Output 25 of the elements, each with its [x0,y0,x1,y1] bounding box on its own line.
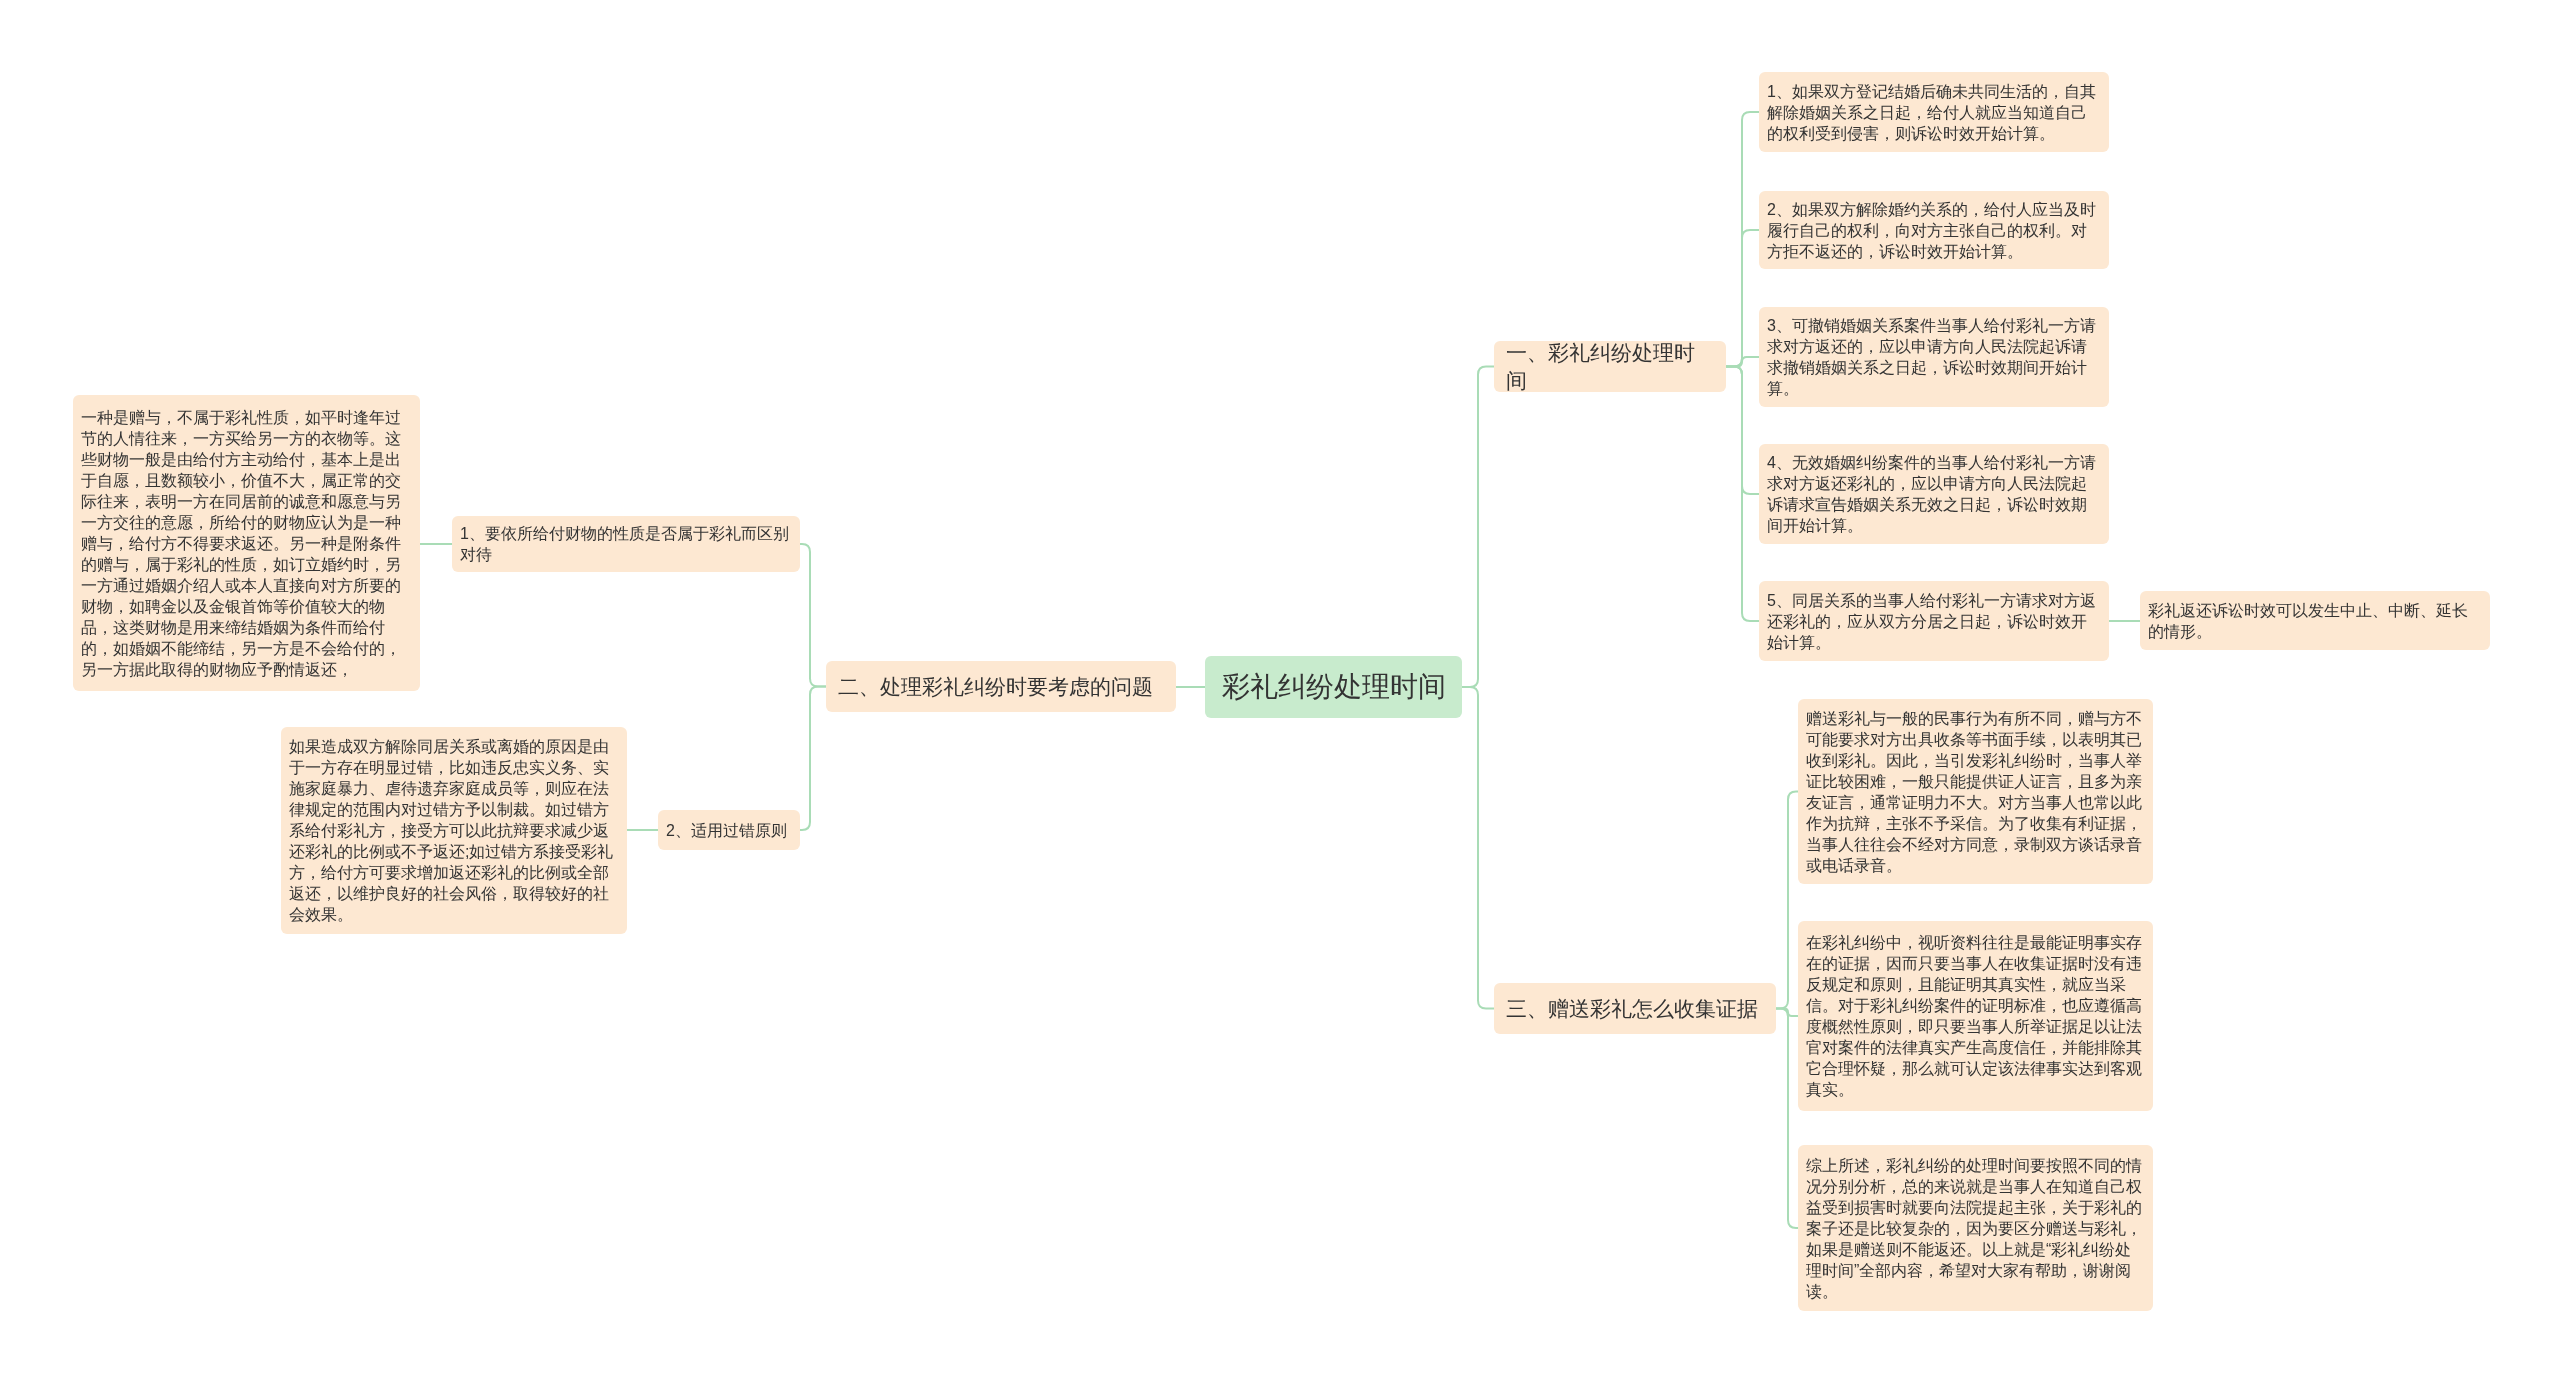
connector-line [1725,365,1760,622]
subtopic-box: 3、可撤销婚姻关系案件当事人给付彩礼一方请求对方返还的，应以申请方向人民法院起诉请求撤销婚姻关系之日起，诉讼时效期间开始计算。 [1759,307,2109,407]
subtopic-box: 综上所述，彩礼纠纷的处理时间要按照不同的情况分别分析，总的来说就是当事人在知道自己权益受到损害时就要向法院提起主张，关于彩礼的案子还是比较复杂的，因为要区分赠送与彩礼，如果是赠送则不能返还。以上就是“彩礼纠纷处理时间”全部内容，希望对大家有帮助，谢谢阅读。 [1798,1145,2153,1311]
connector-line [419,543,453,545]
subtopic-box: 4、无效婚姻纠纷案件的当事人给付彩礼一方请求对方返还彩礼的，应以申请方向人民法院起诉请求宣告婚姻关系无效之日起，诉讼时效期间开始计算。 [1759,444,2109,544]
central-topic: 彩礼纠纷处理时间 [1205,656,1462,718]
branch-topic: 二、处理彩礼纠纷时要考虑的问题 [826,661,1176,712]
connector-line [799,685,827,831]
subtopic-box: 2、适用过错原则 [658,810,800,850]
connector-line [626,829,659,831]
branch-topic: 一、彩礼纠纷处理时间 [1494,341,1726,392]
subtopic-box: 2、如果双方解除婚约关系的，给付人应当及时履行自己的权利，向对方主张自己的权利。对方拒不返还的，诉讼时效开始计算。 [1759,191,2109,269]
connector-line [1461,686,1495,1010]
subtopic-box: 1、如果双方登记结婚后确未共同生活的，自其解除婚姻关系之日起，给付人就应当知道自己的权利受到侵害，则诉讼时效开始计算。 [1759,72,2109,152]
branch-topic: 三、赠送彩礼怎么收集证据 [1494,983,1776,1034]
subtopic-box: 1、要依所给付财物的性质是否属于彩礼而区别对待 [452,516,800,572]
subtopic-box: 赠送彩礼与一般的民事行为有所不同，赠与方不可能要求对方出具收条等书面手续，以表明其已收到彩礼。因此，当引发彩礼纠纷时，当事人举证比较困难，一般只能提供证人证言，且多为亲友证言，通常证明力不大。对方当事人也常以此作为抗辩，主张不予采信。为了收集有利证据，当事人往往会不经对方同意，录制双方谈话录音或电话录音。 [1798,699,2153,884]
connector-line [2108,620,2141,622]
connector-line [1175,686,1206,688]
subtopic-box: 5、同居关系的当事人给付彩礼一方请求对方返还彩礼的，应从双方分居之日起，诉讼时效开始计算。 [1759,581,2109,661]
subtopic-box: 在彩礼纠纷中，视听资料往往是最能证明事实存在的证据，因而只要当事人在收集证据时没有违反规定和原则，且能证明其真实性，就应当采信。对于彩礼纠纷案件的证明标准，也应遵循高度概然性原则，即只要当事人所举证据足以让法官对案件的法律真实产生高度信任，并能排除其它合理怀疑，那么就可认定该法律事实达到客观真实。 [1798,921,2153,1111]
subtopic-box: 一种是赠与，不属于彩礼性质，如平时逢年过节的人情往来，一方买给另一方的衣物等。这些财物一般是由给付方主动给付，基本上是出于自愿，且数额较小，价值不大，属正常的交际往来，表明一方在同居前的诚意和愿意与另一方交往的意愿，所给付的财物应认为是一种赠与，给付方不得要求返还。另一种是附条件的赠与，属于彩礼的性质，如订立婚约时，另一方通过婚姻介绍人或本人直接向对方所要的财物，如聘金以及金银首饰等价值较大的物品，这类财物是用来缔结婚姻为条件而给付的，如婚姻不能缔结，另一方是不会给付的，另一方据此取得的财物应予酌情返还， [73,395,420,691]
subtopic-box: 如果造成双方解除同居关系或离婚的原因是由于一方存在明显过错，比如违反忠实义务、实施家庭暴力、虐待遗弃家庭成员等，则应在法律规定的范围内对过错方予以制裁。如过错方系给付彩礼方，接受方可以此抗辩要求减少返还彩礼的比例或不予返还;如过错方系接受彩礼方，给付方可要求增加返还彩礼的比例或全部返还，以维护良好的社会风俗，取得较好的社会效果。 [281,727,627,934]
connector-line [1775,1007,1799,1229]
subtopic-box: 彩礼返还诉讼时效可以发生中止、中断、延长的情形。 [2140,591,2490,650]
